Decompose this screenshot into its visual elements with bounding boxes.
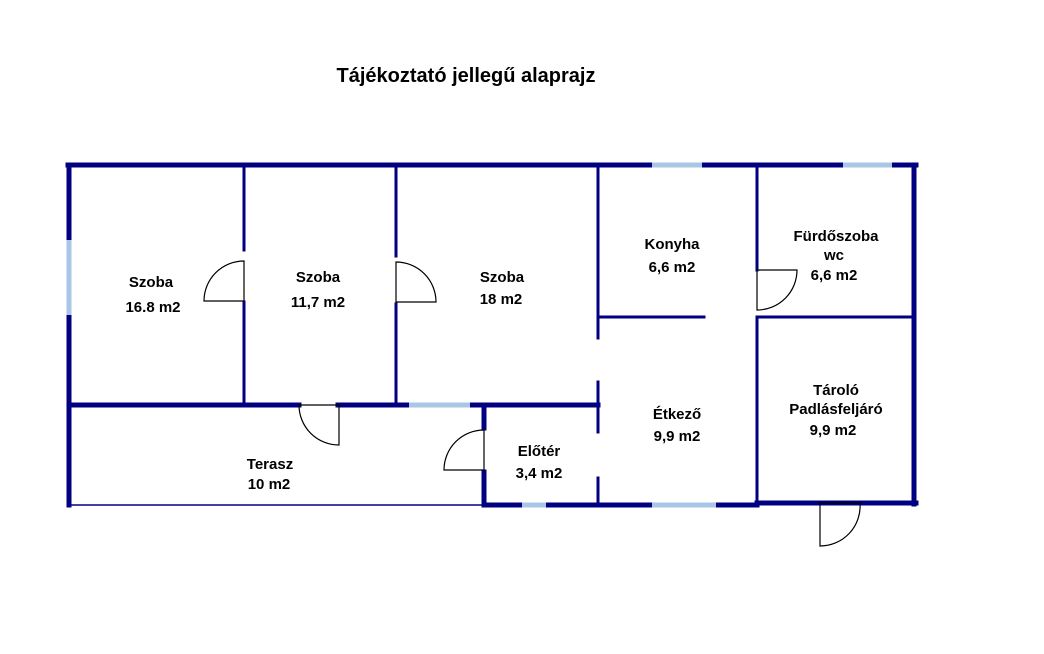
door-szoba1-szoba2 <box>203 260 245 302</box>
room-area: 9,9 m2 <box>654 428 701 445</box>
room-szoba-3: Szoba 18 m2 <box>480 269 525 308</box>
room-name: Konyha <box>644 236 700 253</box>
room-area: 16.8 m2 <box>125 299 180 316</box>
door-tarolo-exterior <box>819 502 861 547</box>
room-area: 6,6 m2 <box>649 259 696 276</box>
room-area: 3,4 m2 <box>516 465 563 482</box>
room-area: 9,9 m2 <box>810 422 857 439</box>
room-furdoszoba: Fürdőszoba wc 6,6 m2 <box>794 228 880 284</box>
room-konyha: Konyha 6,6 m2 <box>644 236 700 276</box>
room-tarolo: Tároló Padlásfeljáró 9,9 m2 <box>789 382 882 439</box>
room-szoba-2: Szoba 11,7 m2 <box>291 269 345 311</box>
room-name-2: Padlásfeljáró <box>789 401 882 418</box>
room-area: 11,7 m2 <box>291 294 345 311</box>
walls <box>65 162 919 508</box>
room-name: Tároló <box>813 382 859 399</box>
room-name-2: wc <box>823 247 844 264</box>
room-szoba-1: Szoba 16.8 m2 <box>125 274 180 316</box>
room-name: Szoba <box>129 274 174 291</box>
room-name: Szoba <box>296 269 341 286</box>
room-area: 6,6 m2 <box>811 267 858 284</box>
room-etkezo: Étkező 9,9 m2 <box>653 406 701 445</box>
plan-title: Tájékoztató jellegű alaprajz <box>337 65 596 87</box>
room-name: Étkező <box>653 406 701 423</box>
room-name: Terasz <box>247 456 293 473</box>
room-area: 18 m2 <box>480 291 523 308</box>
doors <box>203 260 861 547</box>
room-area: 10 m2 <box>248 476 291 493</box>
room-name: Szoba <box>480 269 525 286</box>
room-labels: Szoba 16.8 m2 Szoba 11,7 m2 Szoba 18 m2 … <box>125 228 882 493</box>
door-terrace <box>298 404 340 446</box>
door-szoba2-szoba3 <box>395 261 437 303</box>
room-eloter: Előtér 3,4 m2 <box>516 443 563 482</box>
door-eloter <box>443 429 485 471</box>
room-terasz: Terasz 10 m2 <box>247 456 293 493</box>
door-furdo <box>756 269 798 311</box>
room-name: Fürdőszoba <box>794 228 880 245</box>
windows <box>66 162 892 508</box>
room-name: Előtér <box>518 443 561 460</box>
